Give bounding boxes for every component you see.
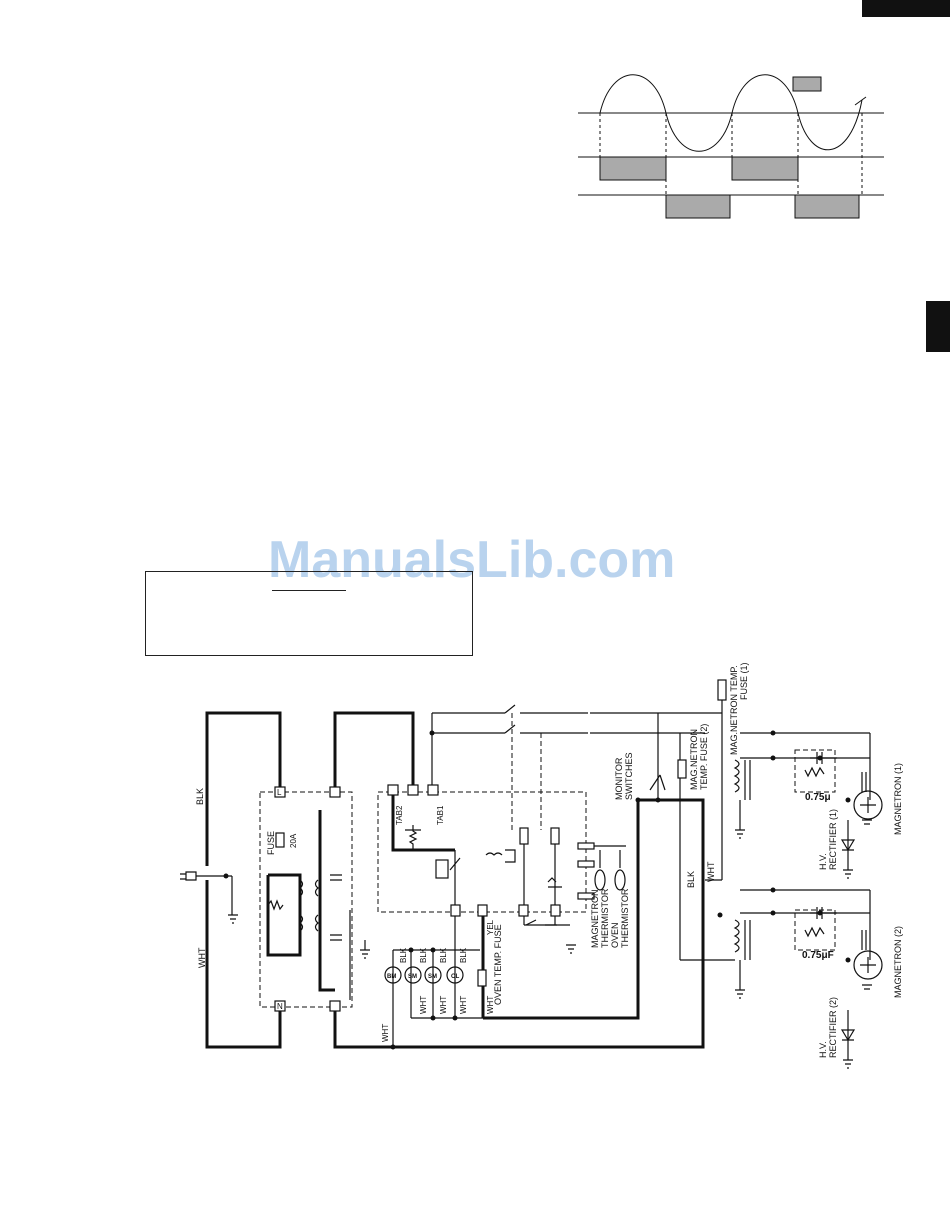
label-wire-wht-1: WHT bbox=[419, 996, 428, 1014]
label-wire-wht-2: WHT bbox=[439, 996, 448, 1014]
label-wire-blk-4: BLK bbox=[459, 947, 468, 963]
label-ol: OL bbox=[451, 974, 460, 980]
label-magnetron-fuse1-a: MAG.NETRON TEMP. bbox=[729, 665, 739, 755]
label-tab2: TAB2 bbox=[395, 805, 404, 825]
label-bm: BM bbox=[387, 974, 396, 980]
label-wht-bottom: WHT bbox=[381, 1024, 390, 1042]
label-rectifier1-b: RECTIFIER (1) bbox=[828, 809, 838, 870]
label-switches: SWITCHES bbox=[624, 752, 634, 800]
label-wht-mid: WHT bbox=[706, 861, 716, 882]
note-box bbox=[145, 571, 473, 656]
label-wire-wht-3: WHT bbox=[459, 996, 468, 1014]
pulse-block bbox=[665, 194, 731, 219]
label-oven-thermistor-a: OVEN bbox=[610, 922, 620, 948]
legend-swatch bbox=[792, 76, 822, 92]
label-wire-blk-3: BLK bbox=[439, 947, 448, 963]
label-rectifier2-b: RECTIFIER (2) bbox=[828, 997, 838, 1058]
label-n-terminal: N bbox=[277, 1002, 283, 1011]
pulse-block bbox=[731, 156, 799, 181]
side-tab bbox=[926, 301, 950, 352]
label-magnetron-2: MAGNETRON (2) bbox=[893, 926, 903, 998]
label-sm-2: SM bbox=[428, 974, 437, 980]
label-magnetron-1: MAGNETRON (1) bbox=[893, 763, 903, 835]
label-fuse: FUSE bbox=[266, 831, 276, 855]
label-rectifier1-a: H.V. bbox=[818, 853, 828, 870]
waveform-diagram bbox=[578, 74, 884, 219]
pulse-block bbox=[599, 156, 667, 181]
label-blk-mid: BLK bbox=[686, 871, 696, 888]
label-monitor: MONITOR bbox=[614, 757, 624, 800]
label-wire-wht-4: WHT bbox=[486, 996, 495, 1014]
watermark: ManualsLib.com bbox=[268, 531, 676, 589]
label-magnetron-fuse2-b: TEMP. FUSE (2) bbox=[699, 724, 709, 790]
label-oven-thermistor-b: THERMISTOR bbox=[620, 888, 630, 948]
label-yel: YEL bbox=[486, 919, 495, 935]
label-rectifier2-a: H.V. bbox=[818, 1041, 828, 1058]
label-fuse-rating: 20A bbox=[289, 833, 298, 848]
note-underline bbox=[272, 590, 346, 591]
label-magnetron-fuse2-a: MAG.NETRON bbox=[689, 729, 699, 790]
label-blk-main: BLK bbox=[195, 788, 205, 805]
label-magnetron-thermistor-b: THERMISTOR bbox=[600, 888, 610, 948]
label-wire-blk-1: BLK bbox=[399, 947, 408, 963]
corner-tab bbox=[862, 0, 950, 17]
pulse-block bbox=[794, 194, 860, 219]
label-oven-temp-fuse: OVEN TEMP. FUSE bbox=[493, 924, 503, 1005]
label-wire-blk-2: BLK bbox=[419, 947, 428, 963]
label-magnetron-thermistor-a: MAGNETRON bbox=[590, 890, 600, 949]
label-tab1: TAB1 bbox=[436, 805, 445, 825]
label-l-terminal: L bbox=[277, 788, 282, 797]
label-magnetron-fuse1-b: FUSE (1) bbox=[739, 662, 749, 700]
label-capacitor-2: 0.75μF bbox=[802, 950, 834, 961]
label-capacitor-1: 0.75μ bbox=[805, 792, 831, 803]
label-sm-1: SM bbox=[408, 974, 417, 980]
label-wht-main: WHT bbox=[197, 947, 207, 968]
